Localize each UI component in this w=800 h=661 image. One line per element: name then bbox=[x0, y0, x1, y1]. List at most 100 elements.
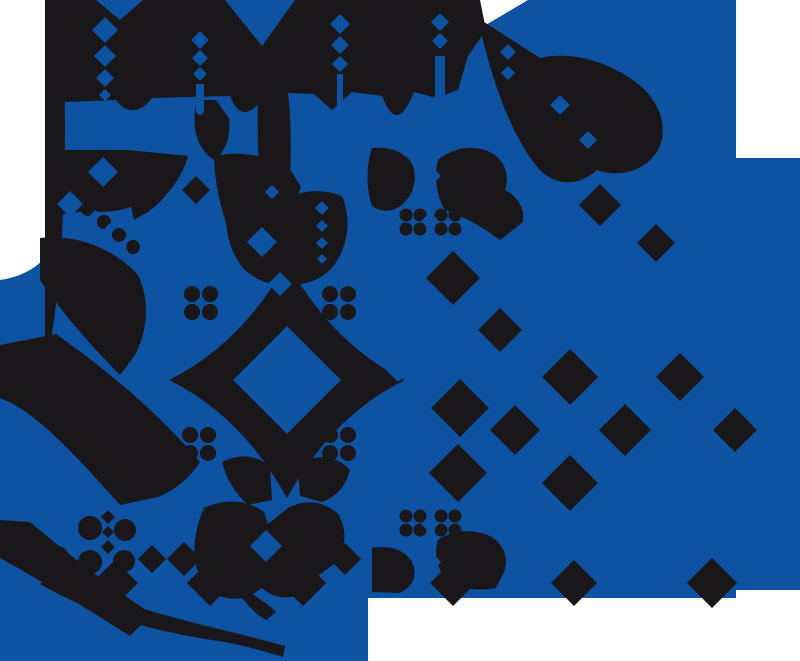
lattice-hole-diamond bbox=[424, 358, 450, 384]
chain-diamond bbox=[94, 45, 116, 67]
paw-dot bbox=[448, 509, 462, 523]
wing-diamond bbox=[579, 184, 621, 226]
quad-dot bbox=[340, 445, 356, 461]
edge-diamond bbox=[687, 558, 737, 608]
quad-dot bbox=[340, 427, 356, 443]
quad-dot bbox=[202, 304, 218, 320]
quad-dot bbox=[322, 286, 338, 302]
tree-hole-diamond bbox=[250, 530, 282, 562]
crown-diamond bbox=[419, 551, 441, 573]
blue-details bbox=[0, 0, 597, 573]
left-mass bbox=[40, 237, 146, 375]
bottom-swoosh bbox=[40, 576, 285, 657]
hole-diamond bbox=[268, 272, 292, 296]
chain-diamond bbox=[92, 17, 118, 43]
quad-dot bbox=[340, 304, 356, 320]
lattice-diamond bbox=[431, 379, 489, 437]
chain-diamond bbox=[192, 50, 208, 66]
paw-blob bbox=[78, 516, 102, 540]
paw-dot bbox=[399, 523, 413, 537]
chain-diamond bbox=[193, 67, 207, 81]
paw-dot bbox=[434, 222, 448, 236]
quad-dot bbox=[322, 427, 338, 443]
spade-chain-diamond bbox=[316, 237, 328, 249]
quad-dot bbox=[340, 286, 356, 302]
paw-dot bbox=[413, 509, 427, 523]
spade bbox=[226, 191, 348, 285]
crown-diamond bbox=[421, 515, 439, 533]
chain-diamond bbox=[332, 56, 348, 72]
paw-dot bbox=[399, 208, 413, 222]
lattice-diamond bbox=[656, 353, 704, 401]
paw-dot bbox=[448, 222, 462, 236]
lattice-diamond bbox=[542, 349, 598, 405]
hole-diamond bbox=[247, 227, 277, 257]
crown-diamond bbox=[421, 212, 439, 230]
lattice-hole-diamond bbox=[384, 354, 412, 382]
diagonal-wing bbox=[0, 334, 200, 505]
wing-hole-diamond bbox=[579, 131, 597, 149]
tree-descender bbox=[240, 592, 276, 620]
crown-left bbox=[367, 147, 415, 211]
chain-bar bbox=[337, 74, 343, 125]
flank-diamond bbox=[329, 543, 361, 575]
chain-diamond bbox=[431, 13, 449, 31]
lattice-diamond bbox=[713, 408, 757, 452]
chain-diamond bbox=[102, 526, 114, 538]
hole-diamond bbox=[88, 157, 118, 187]
hole-diamond bbox=[57, 191, 83, 217]
lattice-hole-diamond bbox=[447, 324, 465, 342]
hole-diamond bbox=[105, 223, 115, 233]
chain-diamond bbox=[102, 606, 114, 618]
spade-chain-diamond bbox=[317, 254, 327, 264]
quad-dot bbox=[322, 304, 338, 320]
chain-diamond bbox=[330, 14, 350, 34]
flank-diamond bbox=[138, 545, 166, 573]
lattice-diamond bbox=[426, 251, 480, 305]
spade-chain-diamond bbox=[315, 201, 329, 215]
pendant-hook bbox=[194, 100, 230, 160]
bottom-crown-right bbox=[436, 531, 506, 590]
top-notch-small bbox=[96, 0, 143, 20]
chain-diamond bbox=[99, 89, 111, 101]
cluster-dot bbox=[81, 202, 95, 216]
paw-blob bbox=[78, 550, 102, 574]
top-notch-v bbox=[225, 0, 295, 46]
paw-dot bbox=[448, 523, 462, 537]
lattice-diamond bbox=[542, 455, 598, 511]
mid-left-wing bbox=[127, 150, 188, 220]
center-star bbox=[169, 262, 405, 498]
edge-diamond bbox=[187, 560, 233, 606]
top-right-wing bbox=[478, 18, 663, 183]
quad-dot bbox=[184, 304, 200, 320]
paw-dot bbox=[413, 523, 427, 537]
edge-diamond bbox=[280, 560, 326, 606]
paw-dot bbox=[434, 509, 448, 523]
chain-diamond bbox=[101, 540, 115, 554]
paw-dot bbox=[399, 222, 413, 236]
paw-dot bbox=[434, 523, 448, 537]
spade-chain-diamond bbox=[316, 220, 328, 232]
lattice-diamond bbox=[429, 444, 487, 502]
quad-dot bbox=[200, 427, 216, 443]
cluster-dot bbox=[126, 240, 140, 254]
paw-blob bbox=[113, 550, 135, 572]
edge-diamond bbox=[551, 560, 597, 606]
paw-dot bbox=[413, 208, 427, 222]
center-bar bbox=[417, 382, 423, 416]
crown-right bbox=[436, 147, 524, 240]
chain-bar bbox=[435, 56, 445, 129]
paw-dot bbox=[399, 509, 413, 523]
quad-dot bbox=[184, 286, 200, 302]
tree-lobe-left bbox=[222, 456, 272, 505]
paw-dot bbox=[448, 208, 462, 222]
quad-dot bbox=[200, 445, 216, 461]
top-band bbox=[45, 0, 486, 116]
paw-blob bbox=[114, 519, 136, 541]
lattice-diamond bbox=[490, 405, 540, 455]
chain-diamond bbox=[96, 69, 114, 87]
wing-hole-diamond bbox=[550, 95, 570, 115]
quad-dot bbox=[202, 286, 218, 302]
chain-diamond bbox=[331, 36, 349, 54]
